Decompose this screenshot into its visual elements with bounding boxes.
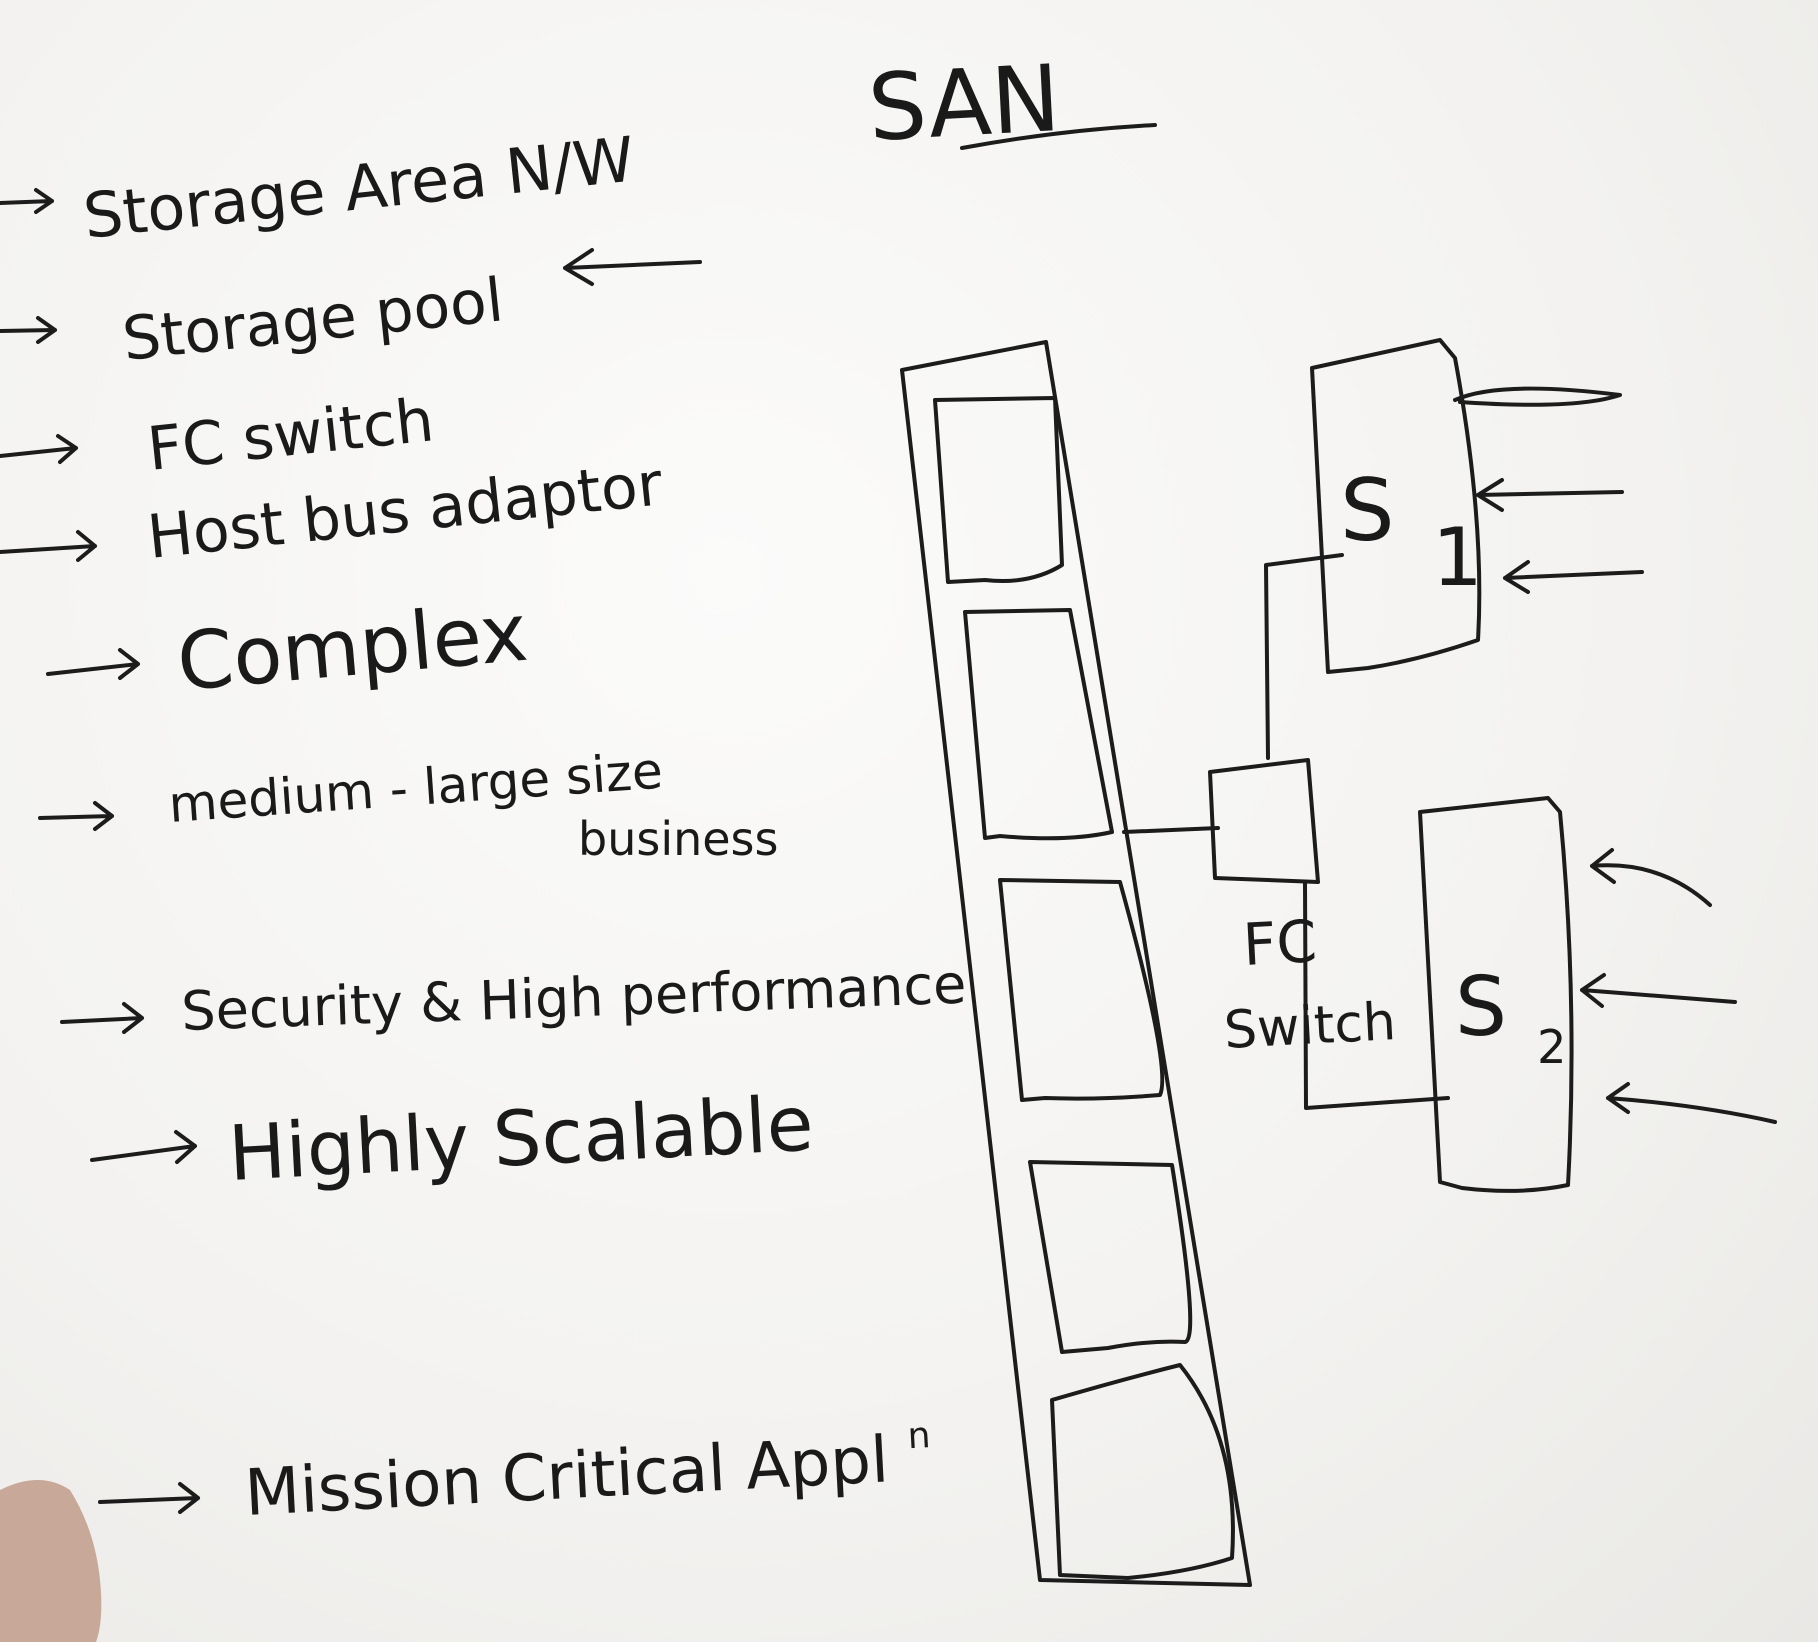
presenter-hand xyxy=(0,1480,102,1642)
point-fc-switch: FC switch xyxy=(144,385,437,485)
storage-s2-label: S 2 xyxy=(1455,960,1566,1074)
emphasis-arrow-icon xyxy=(563,248,702,286)
storage-disk-4 xyxy=(1028,1160,1193,1354)
storage-disk-3 xyxy=(998,878,1165,1102)
storage-s2-subscript: 2 xyxy=(1537,1020,1566,1074)
storage-s1-box xyxy=(1310,338,1482,674)
storage-disk-2 xyxy=(963,608,1114,841)
fc-switch-label-2: Switch xyxy=(1223,992,1398,1061)
bullet-arrow-icon xyxy=(98,1482,200,1514)
storage-disk-1 xyxy=(933,396,1064,584)
switch-to-s1-link xyxy=(1264,553,1344,760)
storage-disk-5 xyxy=(1050,1363,1235,1580)
storage-s2-box xyxy=(1418,796,1574,1193)
s1-io-arrow-icon xyxy=(1503,560,1644,594)
s1-io-arrow-icon xyxy=(1476,478,1624,512)
title: SAN xyxy=(866,45,1063,162)
point-security-high-performance: Security & High performance xyxy=(180,953,967,1043)
fc-switch-label: FC xyxy=(1241,907,1318,979)
bullet-arrows xyxy=(0,188,200,1514)
point-complex: Complex xyxy=(174,586,532,709)
bullet-arrow-icon xyxy=(0,434,78,464)
s2-io-arrow-icon xyxy=(1580,973,1737,1008)
title-underline xyxy=(960,123,1157,150)
storage-s1-letter: S xyxy=(1340,461,1395,561)
storage-pool-outline xyxy=(900,340,1252,1587)
point-mission-critical-appl: Mission Critical Appl n xyxy=(243,1415,934,1531)
s2-io-arrow-icon xyxy=(1590,848,1712,907)
bullet-arrow-icon xyxy=(90,1130,197,1164)
storage-s1: S 1 xyxy=(1310,338,1644,674)
storage-s1-label: S 1 xyxy=(1340,461,1483,604)
storage-pool-rack xyxy=(900,340,1252,1587)
fc-switch: FC Switch xyxy=(1122,553,1450,1110)
point-business: business xyxy=(578,812,779,866)
point-storage-area-nw: Storage Area N/W xyxy=(80,122,638,252)
bullet-arrow-icon xyxy=(0,316,57,344)
storage-s2-letter: S xyxy=(1455,960,1507,1055)
fc-switch-box xyxy=(1208,758,1320,884)
storage-s2: S 2 xyxy=(1418,796,1777,1193)
bullet-arrow-icon xyxy=(46,648,140,680)
point-mission-critical-superscript: n xyxy=(907,1415,932,1457)
bullet-arrow-icon xyxy=(60,1002,144,1034)
point-storage-pool: Storage pool xyxy=(119,265,506,375)
pool-to-switch-link xyxy=(1122,826,1220,834)
s1-io-arrow-icon xyxy=(1453,386,1622,407)
storage-s1-subscript: 1 xyxy=(1432,511,1483,604)
switch-to-s2-link xyxy=(1303,880,1450,1110)
point-mission-critical-text: Mission Critical Appl xyxy=(243,1423,891,1531)
bullet-arrow-icon xyxy=(38,801,114,831)
bullet-arrow-icon xyxy=(0,530,97,562)
bullet-arrow-icon xyxy=(0,188,54,214)
s2-io-arrow-icon xyxy=(1606,1082,1777,1124)
point-highly-scalable: Highly Scalable xyxy=(226,1078,815,1198)
